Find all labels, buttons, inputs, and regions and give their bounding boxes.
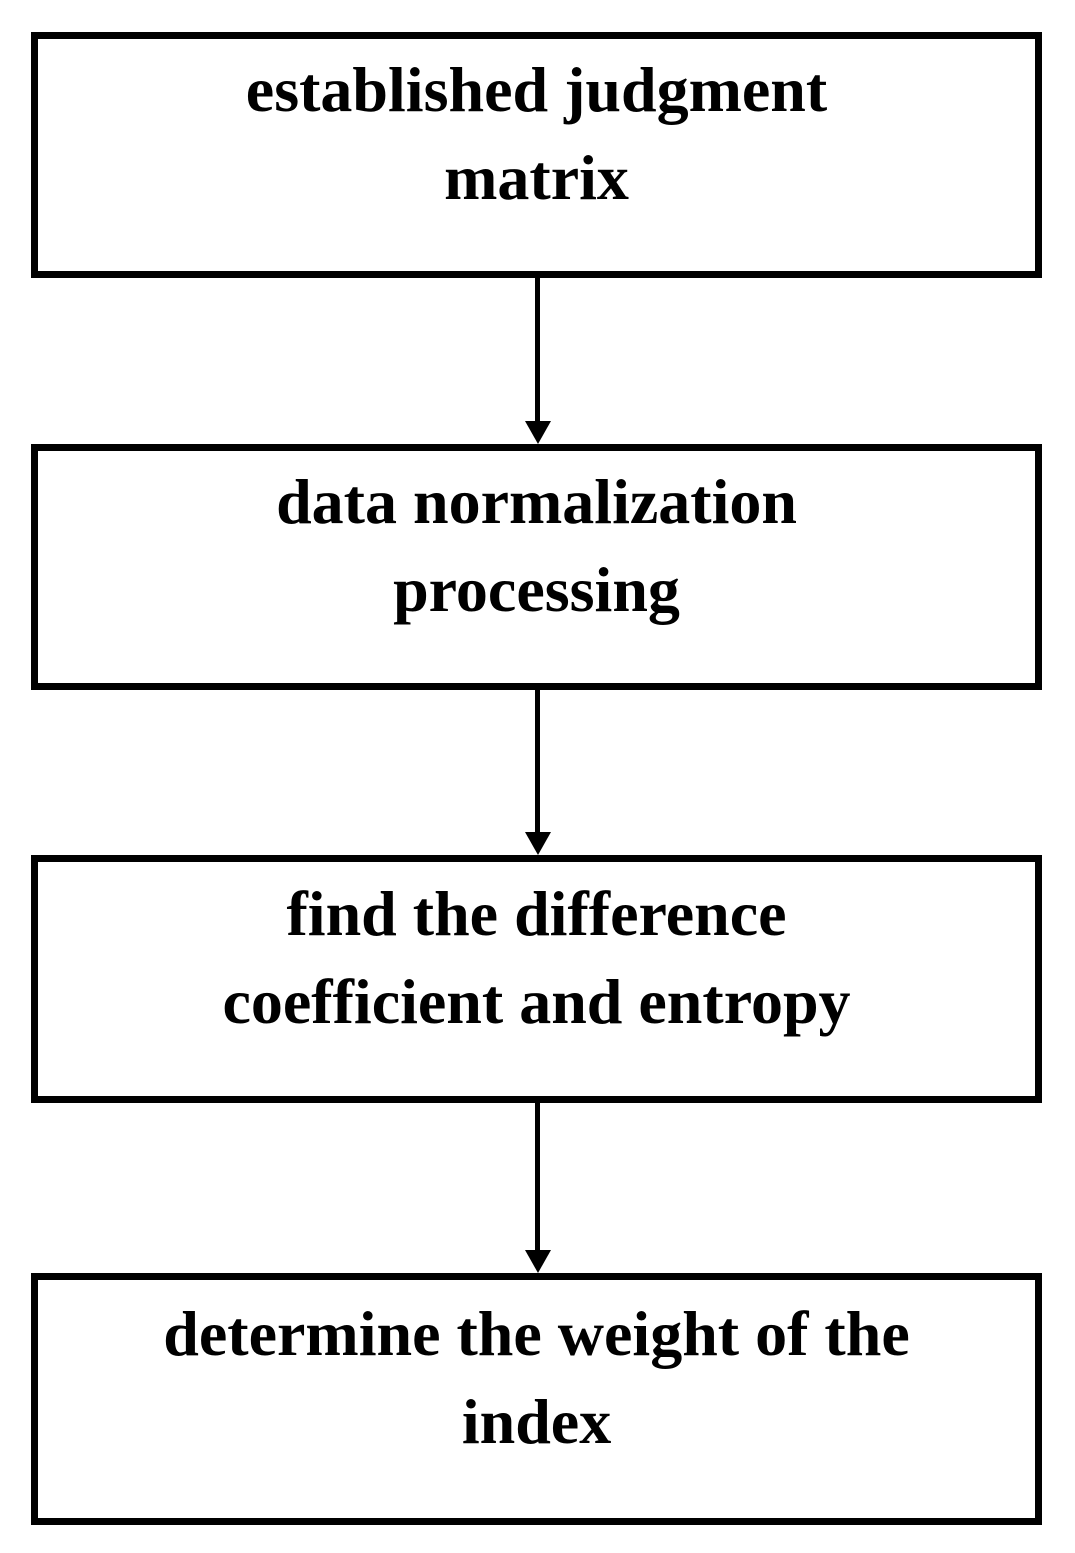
flow-step-label-line: find the difference: [286, 878, 787, 949]
arrow-stem: [535, 690, 540, 832]
flow-step-label-line: determine the weight of the: [163, 1298, 910, 1369]
flow-step-find-difference-coefficient-entropy: find the difference coefficient and entr…: [31, 855, 1042, 1103]
down-arrowhead-icon: [524, 421, 551, 444]
arrow-stem: [535, 1103, 540, 1250]
flow-step-data-normalization-processing: data normalization processing: [31, 444, 1042, 690]
flow-step-label-line: coefficient and entropy: [222, 966, 851, 1037]
flow-step-established-judgment-matrix: established judgment matrix: [31, 32, 1042, 278]
connector-arrow-2: [524, 690, 551, 855]
flow-step-label-line: index: [461, 1386, 612, 1457]
down-arrowhead-icon: [524, 1250, 551, 1273]
flow-step-label-line: data normalization: [276, 466, 797, 537]
arrow-stem: [535, 278, 540, 421]
connector-arrow-3: [524, 1103, 551, 1273]
connector-arrow-1: [524, 278, 551, 444]
down-arrowhead-icon: [524, 832, 551, 855]
flow-step-determine-weight-of-index: determine the weight of the index: [31, 1273, 1042, 1525]
flow-step-label-line: matrix: [444, 142, 629, 213]
flow-step-label-line: processing: [393, 554, 680, 625]
flow-step-label-line: established judgment: [245, 54, 828, 125]
